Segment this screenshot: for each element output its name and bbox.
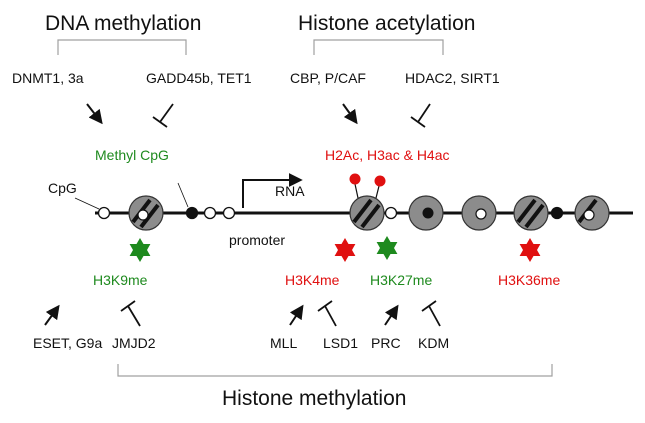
nucleosome-6 bbox=[574, 195, 610, 231]
nucleosome-4 bbox=[461, 195, 497, 231]
jmjd2-label: JMJD2 bbox=[112, 335, 156, 351]
gadd45b-tet1-label: GADD45b, TET1 bbox=[146, 70, 252, 86]
cpg-label: CpG bbox=[48, 180, 77, 196]
rna-label: RNA bbox=[275, 183, 305, 199]
prc-label: PRC bbox=[371, 335, 401, 351]
dnmt-label: DNMT1, 3a bbox=[12, 70, 84, 86]
unmethylated-cpg-icon bbox=[222, 206, 236, 220]
histone-methylation-bracket bbox=[117, 364, 553, 377]
h3k4me-star-icon bbox=[334, 238, 356, 262]
nucleosome-2 bbox=[349, 195, 385, 231]
h3k4me-label: H3K4me bbox=[285, 272, 340, 288]
h3k27me-label: H3K27me bbox=[370, 272, 432, 288]
lsd1-label: LSD1 bbox=[323, 335, 358, 351]
dna-methylation-bracket bbox=[57, 39, 187, 55]
gadd45b-inhibit-icon bbox=[152, 103, 174, 128]
lsd1-inhibit-icon bbox=[317, 300, 337, 327]
cbp-arrow-icon bbox=[342, 103, 358, 125]
jmjd2-inhibit-icon bbox=[120, 300, 141, 327]
cbp-pcaf-label: CBP, P/CAF bbox=[290, 70, 366, 86]
methyl-cpg-pointer bbox=[177, 182, 189, 208]
cpg-pointer bbox=[74, 197, 100, 210]
acetyl-lollipop-icon bbox=[349, 173, 361, 199]
methylated-cpg-icon bbox=[185, 206, 199, 220]
h3k9me-star-icon bbox=[129, 238, 151, 262]
mll-label: MLL bbox=[270, 335, 297, 351]
dna-methylation-title: DNA methylation bbox=[45, 12, 201, 35]
eset-arrow-icon bbox=[44, 304, 60, 326]
methylated-cpg-icon bbox=[550, 206, 564, 220]
unmethylated-cpg-icon bbox=[97, 206, 111, 220]
nucleosome-1 bbox=[128, 195, 164, 231]
h3k36me-star-icon bbox=[519, 238, 541, 262]
methyl-cpg-label: Methyl CpG bbox=[95, 147, 169, 163]
hdac2-sirt1-label: HDAC2, SIRT1 bbox=[405, 70, 500, 86]
nucleosome-3 bbox=[408, 195, 444, 231]
mll-arrow-icon bbox=[289, 304, 304, 326]
acetylation-marks-label: H2Ac, H3ac & H4ac bbox=[325, 147, 450, 163]
unmethylated-cpg-icon bbox=[384, 206, 398, 220]
h3k36me-label: H3K36me bbox=[498, 272, 560, 288]
kdm-label: KDM bbox=[418, 335, 449, 351]
h3k9me-label: H3K9me bbox=[93, 272, 148, 288]
hdac-inhibit-icon bbox=[410, 103, 431, 128]
histone-acetylation-bracket bbox=[313, 39, 444, 55]
transcription-start-arrow-icon bbox=[242, 173, 303, 208]
acetyl-lollipop-icon bbox=[374, 175, 386, 199]
histone-acetylation-title: Histone acetylation bbox=[298, 12, 475, 35]
eset-g9a-label: ESET, G9a bbox=[33, 335, 102, 351]
unmethylated-cpg-icon bbox=[203, 206, 217, 220]
prc-arrow-icon bbox=[384, 304, 399, 326]
promoter-label: promoter bbox=[229, 232, 285, 248]
histone-methylation-title: Histone methylation bbox=[222, 387, 406, 410]
nucleosome-5 bbox=[513, 195, 549, 231]
kdm-inhibit-icon bbox=[421, 300, 441, 327]
dnmt-arrow-icon bbox=[86, 103, 103, 125]
h3k27me-star-icon bbox=[376, 236, 398, 260]
